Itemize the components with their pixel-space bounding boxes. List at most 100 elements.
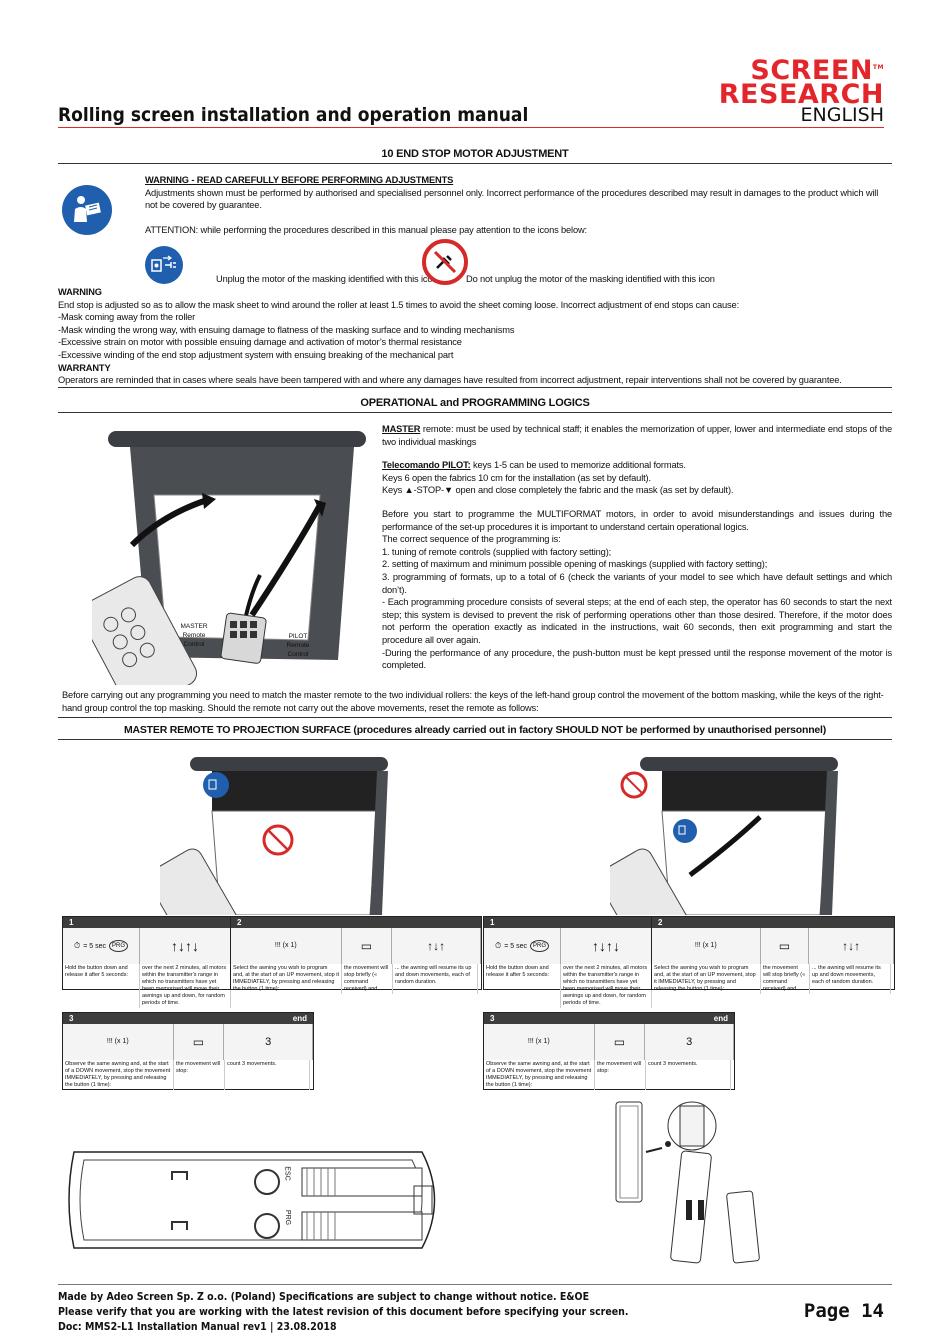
screen-remote-illustration: MASTER Remote Control PILOT Remote Contr… — [79, 425, 372, 712]
step-caption: ... the awning will resume its up and do… — [393, 964, 478, 994]
section-rule — [58, 412, 892, 413]
warning2-block: WARNING End stop is adjusted so as to al… — [58, 286, 892, 387]
page-number: Page 14 — [803, 1300, 884, 1322]
motors-moving-icon: ↑↓↑↓ — [561, 928, 652, 964]
step-number: 1 — [63, 917, 231, 928]
step-caption: Observe the same awning and, at the star… — [63, 1060, 174, 1090]
count-movements-label: 3 — [224, 1024, 313, 1060]
step-caption: the movement will stop briefly (« comman… — [761, 964, 810, 994]
step-caption: count 3 movements. — [225, 1060, 310, 1090]
sequence-intro: The correct sequence of the programming … — [382, 534, 561, 545]
header-rule — [58, 127, 884, 128]
step-caption: the movement will stop briefly (« comman… — [342, 964, 393, 994]
remote-internal-diagram: ESC PRG — [62, 1142, 454, 1258]
match-text: Before carrying out any programming you … — [62, 690, 884, 713]
screen-illustration-right — [597, 755, 840, 959]
language-label: ENGLISH — [800, 104, 884, 126]
step-caption: count 3 movements. — [646, 1060, 731, 1090]
motors-moving-icon: ↑↓↑↓ — [140, 928, 231, 964]
seq-item: 1. tuning of remote controls (supplied w… — [382, 546, 612, 557]
screen-illustration-left — [147, 755, 390, 959]
cause-item: -Mask winding the wrong way, with ensuin… — [58, 324, 515, 335]
section-heading-logics: OPERATIONAL and PROGRAMMING LOGICS — [360, 397, 590, 409]
end-label: end — [713, 1014, 728, 1023]
awning-stop-icon: ▭ — [341, 928, 393, 964]
warranty-text: Operators are reminded that in cases whe… — [58, 375, 842, 386]
pilot-line1: keys 1-5 can be used to memorize additio… — [470, 460, 686, 471]
step-caption: Select the awning you wish to program an… — [231, 964, 342, 994]
do-not-unplug-icon — [422, 239, 468, 285]
pilot-remote-label: PILOT Remote Control — [286, 633, 310, 658]
step-2-panel-left: 2 !!! (x 1) ▭ ↑↓↑ Select the awning you … — [230, 916, 482, 994]
seq-item: 2. setting of maximum and minimum possib… — [382, 559, 768, 570]
step-number: 1 — [484, 917, 652, 928]
step-caption: Observe the same awning and, at the star… — [484, 1060, 595, 1090]
awning-stop-icon: ▭ — [760, 928, 810, 964]
step-caption: the movement will stop: — [174, 1060, 225, 1090]
section-heading-master: MASTER REMOTE TO PROJECTION SURFACE (pro… — [123, 724, 827, 736]
warning-text: Adjustments shown must be performed by a… — [145, 187, 879, 211]
step-caption: ... the awning will resume its up and do… — [810, 964, 891, 994]
awning-stop-icon: ▭ — [594, 1024, 646, 1060]
section-rule — [58, 387, 892, 388]
each-text: - Each programming procedure consists of… — [382, 597, 892, 645]
during-text: -During the performance of any procedure… — [382, 647, 892, 671]
unplug-icon — [145, 246, 183, 284]
seconds-label: = 5 sec — [83, 942, 106, 950]
document-title: Rolling screen installation and operatio… — [58, 104, 529, 126]
warranty-title: WARRANTY — [58, 362, 111, 373]
master-text: remote: must be used by technical staff;… — [382, 424, 892, 447]
press-once-label: !!! (x 1) — [484, 1024, 595, 1060]
pilot-word: Telecomando PILOT: — [382, 460, 471, 471]
section-heading-end-stop: 10 END STOP MOTOR ADJUSTMENT — [381, 148, 569, 160]
footer-line3: Doc: MMS2-L1 Installation Manual rev1 | … — [58, 1321, 337, 1333]
footer-line2: Please verify that you are working with … — [58, 1306, 629, 1318]
prg-button-icon: PRG — [109, 940, 129, 952]
step-caption: Hold the button down and release it afte… — [63, 964, 140, 1008]
press-once-label: !!! (x 1) — [231, 928, 342, 964]
footer-rule — [58, 1284, 892, 1285]
esc-label: ESC — [283, 1166, 291, 1181]
logics-text: MASTER remote: must be used by technical… — [382, 423, 892, 672]
count-movements-label: 3 — [645, 1024, 734, 1060]
prg-label: PRG — [284, 1209, 292, 1226]
warning-title: WARNING - READ CAREFULLY BEFORE PERFORMI… — [145, 175, 454, 185]
clock-icon: ⏱ — [73, 941, 81, 950]
awning-stop-icon: ▭ — [173, 1024, 225, 1060]
step-number: 3 — [490, 1014, 495, 1023]
footer-line1: Made by Adeo Screen Sp. Z o.o. (Poland) … — [58, 1291, 590, 1303]
footer-text: Made by Adeo Screen Sp. Z o.o. (Poland) … — [58, 1290, 628, 1335]
logo-tm: TM — [872, 64, 884, 71]
pilot-line3: Keys ▲-STOP-▼ open and close completely … — [382, 485, 734, 496]
seq-item: 3. programming of formats, up to a total… — [382, 571, 892, 595]
logo-line1: SCREEN — [750, 55, 873, 86]
attention-text: ATTENTION: while performing the procedur… — [145, 224, 587, 235]
step-number: 2 — [231, 917, 481, 928]
read-manual-icon — [62, 185, 112, 235]
section-rule — [58, 717, 892, 718]
wall-remote-battery-diagram — [606, 1092, 776, 1272]
end-label: end — [292, 1014, 307, 1023]
warning-block: WARNING - READ CAREFULLY BEFORE PERFORMI… — [145, 174, 890, 236]
step-1-panel-right: 1 ⏱ = 5 sec PRG ↑↓↑↓ Hold the button dow… — [483, 916, 653, 1008]
section-rule — [58, 163, 892, 164]
step-1-panel-left: 1 ⏱ = 5 sec PRG ↑↓↑↓ Hold the button dow… — [62, 916, 232, 1008]
cause-item: -Excessive strain on motor with possible… — [58, 337, 462, 348]
section-rule — [58, 739, 892, 740]
step-caption: the movement will stop: — [595, 1060, 646, 1090]
warning2-title: WARNING — [58, 287, 102, 297]
press-once-label: !!! (x 1) — [652, 928, 761, 964]
seconds-label: = 5 sec — [504, 942, 527, 950]
step-caption: over the next 2 minutes, all motors with… — [561, 964, 652, 1008]
awning-moving-icon: ↑↓↑ — [392, 928, 481, 964]
cause-item: -Excessive winding of the end stop adjus… — [58, 349, 454, 360]
logo-line2: RESEARCH — [718, 79, 884, 110]
awning-moving-icon: ↑↓↑ — [809, 928, 894, 964]
step-number: 2 — [652, 917, 894, 928]
warning2-intro: End stop is adjusted so as to allow the … — [58, 299, 740, 310]
pilot-line2: Keys 6 open the fabrics 10 cm for the in… — [382, 472, 651, 483]
before-text: Before you start to programme the MULTIF… — [382, 508, 892, 532]
press-once-label: !!! (x 1) — [63, 1024, 174, 1060]
step-number: 3 — [69, 1014, 74, 1023]
